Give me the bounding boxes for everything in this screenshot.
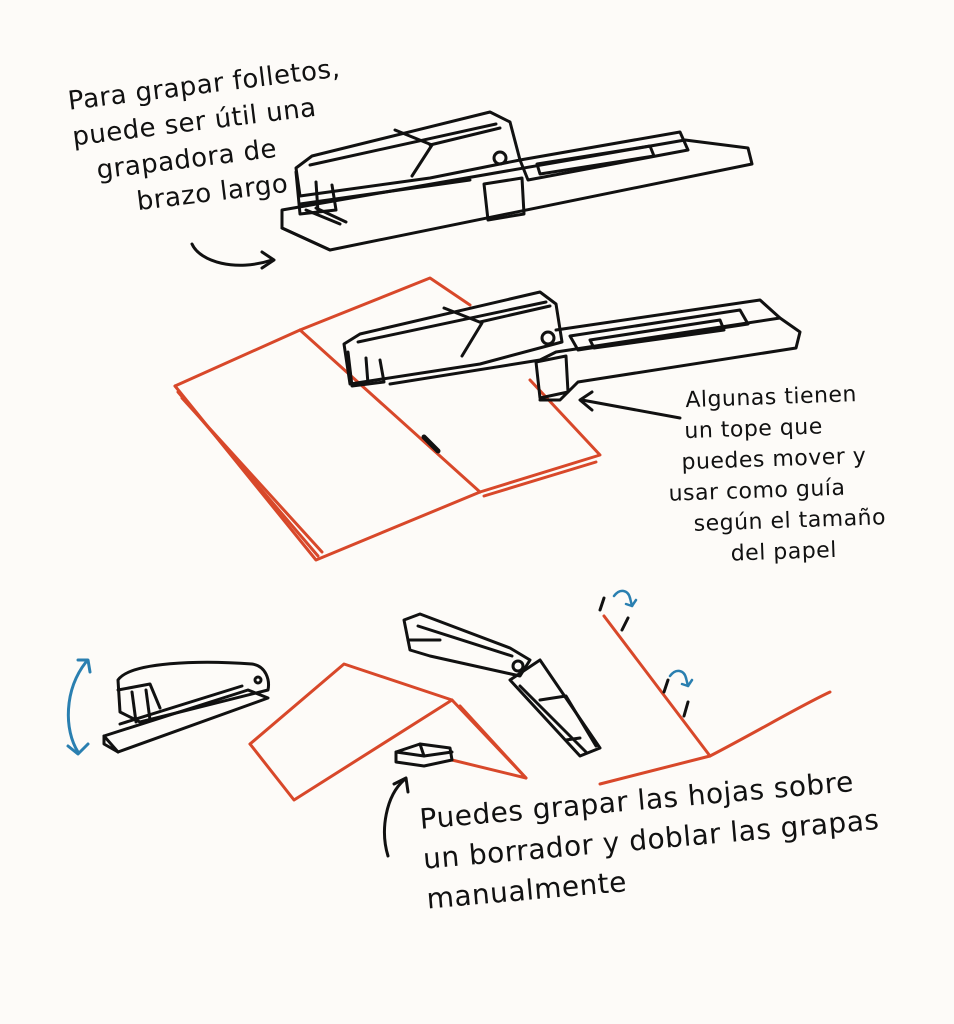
- booklet: [175, 278, 600, 560]
- staple-legs: [600, 598, 688, 716]
- paper-tent: [250, 664, 526, 800]
- eraser: [396, 744, 452, 766]
- note-guide-stop: Algunas tienen un tope que puedes mover …: [665, 378, 888, 571]
- double-arrow-icon: [68, 660, 90, 754]
- paper-edge: [600, 616, 830, 784]
- open-stapler: [404, 614, 600, 756]
- bend-arrow-icon: [614, 591, 692, 686]
- standard-stapler: [104, 662, 268, 752]
- curved-arrow-bottom-icon: [385, 778, 408, 856]
- curved-arrow-top-icon: [192, 244, 274, 268]
